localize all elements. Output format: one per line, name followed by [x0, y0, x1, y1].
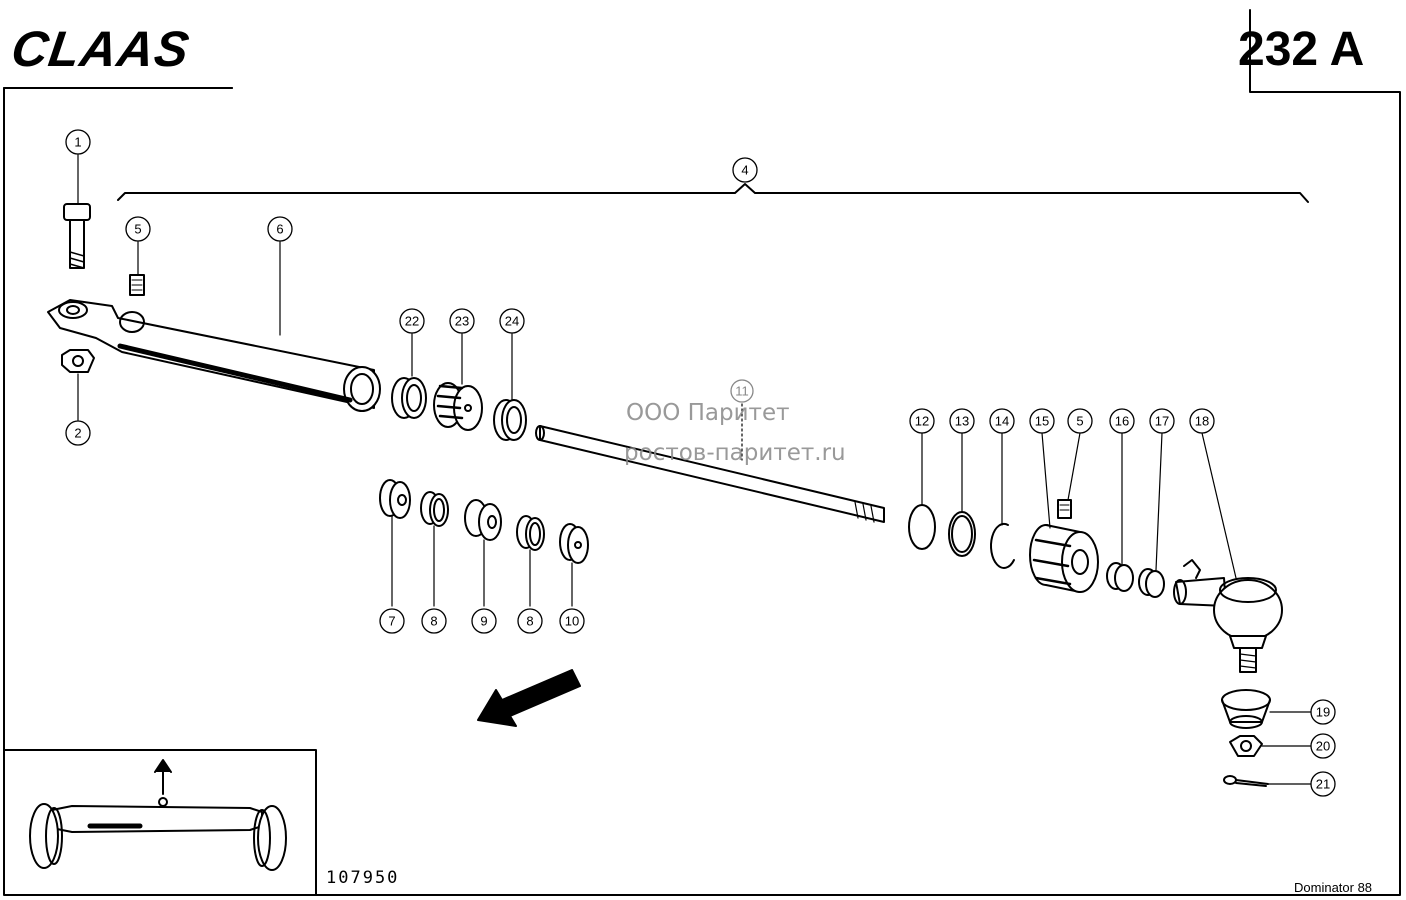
svg-text:10: 10	[565, 614, 579, 629]
bushing-16	[1106, 432, 1134, 592]
svg-text:7: 7	[388, 614, 395, 629]
callout-21: 21	[1310, 771, 1336, 797]
tie-rod-end-18	[1173, 432, 1283, 673]
bushing-17	[1138, 432, 1165, 598]
piston-9	[464, 499, 502, 607]
callout-10: 10	[559, 608, 585, 634]
page-code: 232 A	[1238, 23, 1365, 76]
dust-cover-19	[1221, 689, 1313, 729]
cylinder-tube	[47, 241, 381, 412]
watermark-company: ООО Паритет	[626, 400, 790, 426]
callout-17: 17	[1149, 408, 1175, 434]
svg-text:14: 14	[995, 414, 1009, 429]
piston-23	[433, 333, 483, 431]
callout-16: 16	[1109, 408, 1135, 434]
callout-1: 1	[65, 129, 91, 155]
seal-7	[379, 479, 411, 607]
callout-6: 6	[267, 216, 293, 242]
svg-text:5: 5	[1076, 414, 1083, 429]
watermark-site: ростов-паритет.ru	[624, 440, 846, 466]
grease-nipple-left	[129, 241, 145, 296]
snap-ring-14	[990, 522, 1015, 569]
svg-text:11: 11	[735, 384, 749, 399]
svg-text:18: 18	[1195, 414, 1209, 429]
svg-text:17: 17	[1155, 414, 1169, 429]
callout-11: 11	[730, 379, 754, 403]
axle-inset	[3, 749, 317, 896]
callout-8-b: 8	[517, 608, 543, 634]
o-ring-12	[908, 504, 936, 550]
castle-nut-20	[1229, 735, 1313, 757]
svg-text:5: 5	[134, 222, 141, 237]
svg-text:8: 8	[430, 614, 437, 629]
guide-ring-22	[391, 333, 427, 419]
callout-22: 22	[399, 308, 425, 334]
assembly-bracket	[117, 183, 1309, 203]
svg-text:13: 13	[955, 414, 969, 429]
callout-20: 20	[1310, 733, 1336, 759]
callout-5-left: 5	[125, 216, 151, 242]
svg-text:12: 12	[915, 414, 929, 429]
svg-text:22: 22	[405, 314, 419, 329]
svg-text:24: 24	[505, 314, 519, 329]
model-label: Dominator 88	[1294, 880, 1373, 895]
callout-18: 18	[1189, 408, 1215, 434]
document-number: 107950	[326, 868, 400, 888]
callout-13: 13	[949, 408, 975, 434]
piston-rod	[535, 403, 885, 523]
callout-8-a: 8	[421, 608, 447, 634]
callout-19: 19	[1310, 699, 1336, 725]
svg-text:19: 19	[1316, 705, 1330, 720]
bolt-part	[63, 154, 91, 269]
svg-text:8: 8	[526, 614, 533, 629]
callout-5-right: 5	[1067, 408, 1093, 434]
callout-4: 4	[732, 157, 758, 183]
svg-text:20: 20	[1316, 739, 1330, 754]
ring-8b	[516, 515, 545, 607]
callout-23: 23	[449, 308, 475, 334]
callout-2: 2	[65, 420, 91, 446]
callout-15: 15	[1029, 408, 1055, 434]
seal-24	[493, 333, 527, 441]
callout-12: 12	[909, 408, 935, 434]
svg-text:15: 15	[1035, 414, 1049, 429]
callout-24: 24	[499, 308, 525, 334]
washer-10	[559, 523, 589, 607]
svg-text:6: 6	[276, 222, 283, 237]
cotter-pin-21	[1223, 775, 1313, 787]
svg-text:4: 4	[741, 163, 748, 178]
svg-text:9: 9	[480, 614, 487, 629]
svg-text:1: 1	[74, 135, 81, 150]
cylinder-head-15	[1029, 432, 1099, 593]
callout-9: 9	[471, 608, 497, 634]
svg-text:21: 21	[1316, 777, 1330, 792]
svg-text:23: 23	[455, 314, 469, 329]
ring-8a	[420, 491, 449, 607]
grease-nipple-right	[1057, 432, 1081, 519]
svg-text:2: 2	[74, 426, 81, 441]
nut-part	[61, 349, 95, 421]
direction-arrow	[477, 669, 581, 727]
svg-text:16: 16	[1115, 414, 1129, 429]
callout-7: 7	[379, 608, 405, 634]
callout-14: 14	[989, 408, 1015, 434]
